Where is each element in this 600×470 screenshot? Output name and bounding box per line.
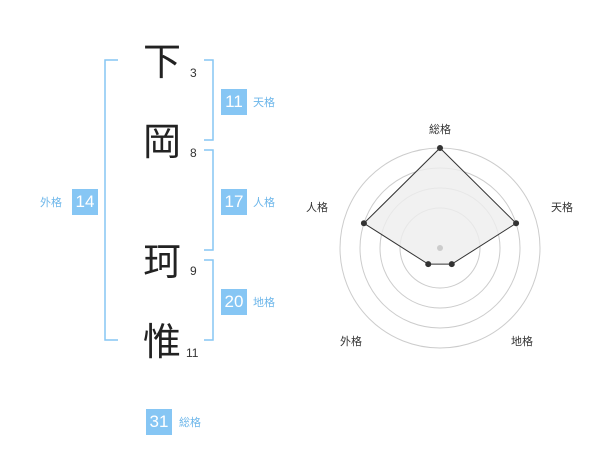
radar-point-4: [425, 261, 432, 268]
radar-point-3: [448, 261, 455, 268]
chikaku-value-badge: 20: [221, 289, 247, 315]
radar-axis-label-gaikaku: 外格: [340, 335, 362, 348]
radar-series-polygon: [363, 147, 517, 265]
name-char-2: 岡: [142, 120, 181, 164]
gaikaku-bracket: [104, 59, 118, 341]
gaikaku-label: 外格: [40, 196, 62, 209]
stroke-count-3: 9: [190, 264, 197, 278]
jinkaku-label: 人格: [253, 196, 275, 209]
stroke-count-2: 8: [190, 146, 197, 160]
radar-axis-label-jinkaku: 人格: [306, 201, 328, 214]
name-char-1: 下: [142, 40, 181, 84]
chikaku-bracket: [204, 259, 214, 341]
soukaku-value-badge: 31: [146, 409, 172, 435]
radar-axis-label-soukaku: 総格: [429, 123, 451, 136]
gaikaku-value-badge: 14: [72, 189, 98, 215]
tenkaku-bracket: [204, 59, 214, 141]
stroke-count-4: 11: [186, 346, 199, 360]
name-char-3: 珂: [142, 240, 181, 284]
stroke-count-1: 3: [190, 66, 197, 80]
radar-axis-label-tenkaku: 天格: [551, 201, 573, 214]
radar-point-1: [437, 145, 443, 151]
soukaku-label: 総格: [179, 416, 201, 429]
tenkaku-label: 天格: [253, 96, 275, 109]
jinkaku-value-badge: 17: [221, 189, 247, 215]
radar-point-5: [360, 220, 367, 227]
tenkaku-value-badge: 11: [221, 89, 247, 115]
jinkaku-bracket: [204, 149, 214, 251]
name-char-4: 惟: [142, 320, 181, 364]
chikaku-label: 地格: [253, 296, 275, 309]
radar-axis-label-chikaku: 地格: [511, 335, 533, 348]
radar-center-dot: [437, 245, 443, 251]
radar-point-2: [513, 220, 520, 227]
